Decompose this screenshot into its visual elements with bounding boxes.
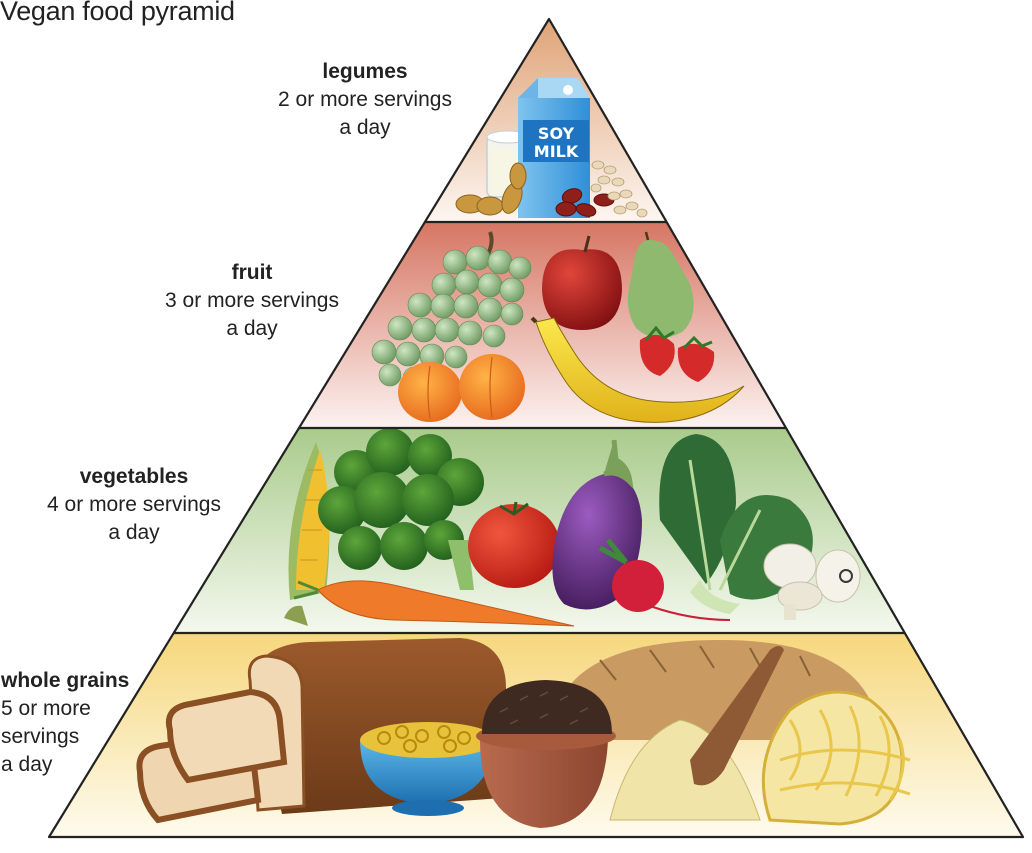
- broccoli-icon: [318, 428, 484, 590]
- radish-icon: [598, 538, 731, 621]
- tier-label-legumes: legumes 2 or more servings a day: [250, 58, 480, 142]
- tier-servings-cont: a day: [339, 116, 391, 139]
- mushrooms-icon: [763, 543, 861, 620]
- wild-rice-pot-icon: [476, 680, 616, 828]
- tier-servings-cont: a day: [1, 753, 53, 776]
- apricots-icon: [398, 354, 525, 422]
- tier-name: legumes: [322, 60, 408, 83]
- tier-name: vegetables: [79, 465, 189, 488]
- tier-servings: 3 or more servings: [165, 289, 339, 312]
- corn-icon: [284, 442, 330, 626]
- rice-with-scoop-icon: [609, 646, 784, 821]
- tier-label-fruit: fruit 3 or more servings a day: [137, 259, 367, 343]
- page-title: Vegan food pyramid: [0, 0, 235, 26]
- tomato-icon: [468, 501, 560, 588]
- cereal-bowl-icon: [360, 722, 496, 816]
- tier-name: fruit: [231, 261, 273, 284]
- banana-icon: [530, 316, 745, 423]
- svg-text:SOY: SOY: [538, 124, 575, 143]
- white-beans-icon: [590, 160, 648, 218]
- strawberries-icon: [639, 325, 715, 382]
- vegetables-foods: [284, 428, 861, 627]
- tier-label-vegetables: vegetables 4 or more servings a day: [19, 463, 249, 547]
- carrot-icon: [293, 580, 575, 627]
- tier-servings: 4 or more servings: [47, 493, 221, 516]
- tier-servings-cont: servings: [1, 725, 80, 748]
- tier-servings: 5 or more: [1, 697, 91, 720]
- fruit-foods: [371, 231, 745, 423]
- apple-icon: [542, 235, 622, 330]
- tier-servings: 2 or more servings: [278, 88, 452, 111]
- tier-servings-cont: a day: [108, 521, 160, 544]
- pear-icon: [627, 231, 694, 339]
- tier-name: whole grains: [1, 669, 130, 692]
- tier-servings-cont: a day: [226, 317, 278, 340]
- tier-label-whole-grains: whole grains 5 or more servings a day: [1, 667, 171, 779]
- svg-text:MILK: MILK: [534, 142, 579, 161]
- soy-milk-carton-icon: SOY MILK: [518, 78, 590, 218]
- grains-foods: [136, 638, 911, 828]
- noodles-icon: [761, 690, 911, 826]
- legumes-foods: SOY MILK: [455, 78, 648, 218]
- green-grapes-icon: [371, 231, 532, 390]
- peanuts-icon: [455, 162, 527, 216]
